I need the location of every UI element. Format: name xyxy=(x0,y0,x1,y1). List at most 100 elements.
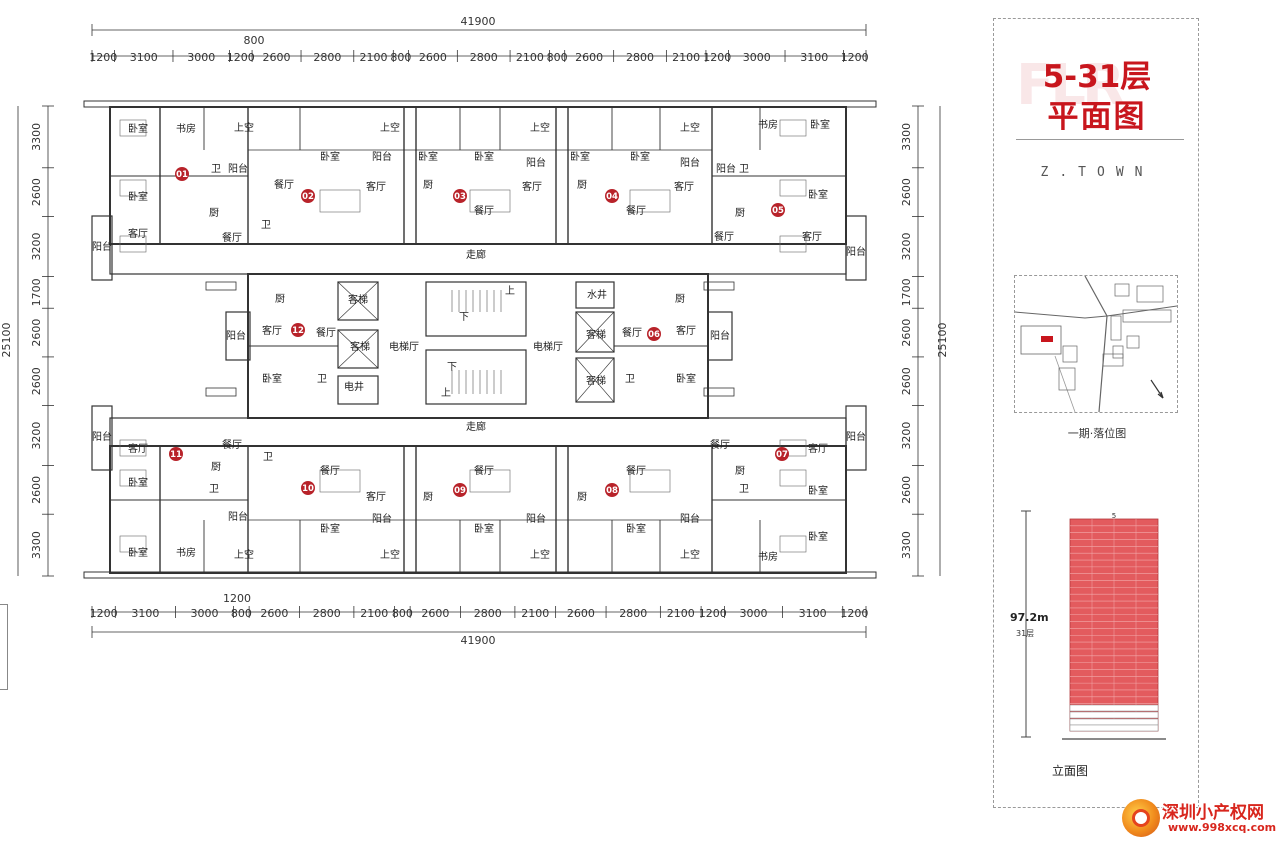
brand-name: Z.TOWN xyxy=(1040,165,1154,180)
room-label-elec_shaft: 电井 xyxy=(344,380,364,393)
logo-url: www.998xcq.com xyxy=(1168,821,1277,834)
stair-lower xyxy=(425,349,527,405)
overall-depth-left: 25100 xyxy=(0,323,13,358)
room-label-bedroom: 卧室 xyxy=(320,522,340,535)
elevator-cross xyxy=(575,357,615,403)
top-dim-label: 2800 xyxy=(313,51,341,64)
room-label-living: 客厅 xyxy=(262,324,282,337)
bottom-dim-label: 1200 xyxy=(90,607,118,620)
building-height: 97.2m xyxy=(1010,611,1049,624)
room-label-study: 书房 xyxy=(758,550,778,563)
furniture-sofa xyxy=(629,469,671,493)
room-label-kitchen: 厨 xyxy=(209,207,219,219)
room-label-bedroom: 卧室 xyxy=(418,150,438,163)
left-dim-label: 2600 xyxy=(30,367,43,395)
room-label-bedroom: 卧室 xyxy=(128,122,148,135)
room-label-bedroom: 卧室 xyxy=(808,530,828,543)
room-label-kitchen: 厨 xyxy=(211,461,221,473)
room-label-bath: 卫 xyxy=(209,484,219,495)
room-label-dining: 餐厅 xyxy=(222,231,242,244)
furniture-sofa xyxy=(629,189,671,213)
room-label-living: 客厅 xyxy=(802,230,822,243)
room-label-dining: 餐厅 xyxy=(474,464,494,477)
unit06-balcony xyxy=(707,311,733,361)
room-label-kitchen: 厨 xyxy=(735,465,745,477)
right-dim-label: 2600 xyxy=(900,367,913,395)
room-label-balcony: 阳台 xyxy=(526,512,546,525)
top-floor-mark: 5 xyxy=(1112,512,1116,520)
dimension-totals: 41900 800 1200 41900 25100 25100 xyxy=(0,15,949,647)
north-arrow-icon xyxy=(1157,391,1164,399)
unit-number-01: 01 xyxy=(176,170,188,180)
room-label-living: 客厅 xyxy=(808,442,828,455)
upper-left-balcony xyxy=(91,215,113,281)
room-label-living: 客厅 xyxy=(676,324,696,337)
furniture-bed xyxy=(779,179,807,197)
overall-depth-right: 25100 xyxy=(936,323,949,358)
unit-number-02: 02 xyxy=(302,192,314,202)
room-label-up: 上 xyxy=(441,387,451,399)
site-logo[interactable]: 深圳小产权网 www.998xcq.com xyxy=(1116,795,1280,842)
top-dim-label: 2100 xyxy=(672,51,700,64)
unit-marker-08 xyxy=(605,483,619,497)
elevator-1 xyxy=(337,281,379,321)
room-label-living: 客厅 xyxy=(674,180,694,193)
elevator-4 xyxy=(575,357,615,403)
bottom-dim-label: 3100 xyxy=(131,607,159,620)
elevation-podium-floor xyxy=(1069,711,1159,719)
room-label-kitchen: 厨 xyxy=(423,179,433,191)
unit-number-04: 04 xyxy=(606,192,618,202)
plan-title: 平面图 xyxy=(1047,99,1147,135)
room-label-dining: 餐厅 xyxy=(474,204,494,217)
unit-number-07: 07 xyxy=(776,450,788,460)
room-label-bedroom: 卧室 xyxy=(810,118,830,131)
room-label-bedroom: 卧室 xyxy=(626,522,646,535)
room-label-bedroom: 卧室 xyxy=(676,372,696,385)
room-label-bedroom: 卧室 xyxy=(128,546,148,559)
room-label-bedroom: 卧室 xyxy=(474,150,494,163)
bottom-dim-label: 800 xyxy=(392,607,413,620)
top-dim-label: 2800 xyxy=(626,51,654,64)
right-dim-label: 3200 xyxy=(900,232,913,260)
room-label-void: 上空 xyxy=(680,548,700,561)
left-dim-label: 2600 xyxy=(30,319,43,347)
right-dim-label: 2600 xyxy=(900,476,913,504)
room-label-study: 书房 xyxy=(758,118,778,131)
unit-number-09: 09 xyxy=(454,486,466,496)
room-label-bedroom: 卧室 xyxy=(808,188,828,201)
room-label-study: 书房 xyxy=(176,122,196,135)
unit-number-12: 12 xyxy=(292,326,304,336)
room-label-kitchen: 厨 xyxy=(675,293,685,305)
left-dim-label: 3300 xyxy=(30,123,43,151)
top-dim-label: 800 xyxy=(547,51,568,64)
top-dim-label: 2800 xyxy=(470,51,498,64)
unit-marker-03 xyxy=(453,189,467,203)
walls xyxy=(83,100,877,579)
room-label-bath: 卫 xyxy=(261,220,271,231)
ac-unit xyxy=(205,281,237,291)
furniture-bed xyxy=(119,119,147,137)
lower-wing-outline xyxy=(109,445,847,574)
room-label-dining: 餐厅 xyxy=(274,178,294,191)
right-dim-label: 3300 xyxy=(900,531,913,559)
unit12-balcony xyxy=(225,311,251,361)
bottom-dim-label: 2800 xyxy=(474,607,502,620)
room-label-elevator: 客梯 xyxy=(348,293,368,306)
room-label-study: 书房 xyxy=(176,546,196,559)
unit-marker-06 xyxy=(647,327,661,341)
stair-upper xyxy=(425,281,527,337)
site-highlight xyxy=(1041,336,1053,342)
bottom-dim-label: 800 xyxy=(231,607,252,620)
elevator-cross xyxy=(337,281,379,321)
ac-unit xyxy=(703,281,735,291)
unit-marker-04 xyxy=(605,189,619,203)
elevator-2 xyxy=(337,329,379,369)
room-label-dining: 餐厅 xyxy=(316,326,336,339)
right-dim-label: 2600 xyxy=(900,178,913,206)
bottom-dim-label: 2600 xyxy=(260,607,288,620)
elevation-podium-floor xyxy=(1069,704,1159,712)
lower-right-balcony xyxy=(845,405,867,471)
room-label-living: 客厅 xyxy=(366,490,386,503)
room-label-bath: 卫 xyxy=(317,374,327,385)
